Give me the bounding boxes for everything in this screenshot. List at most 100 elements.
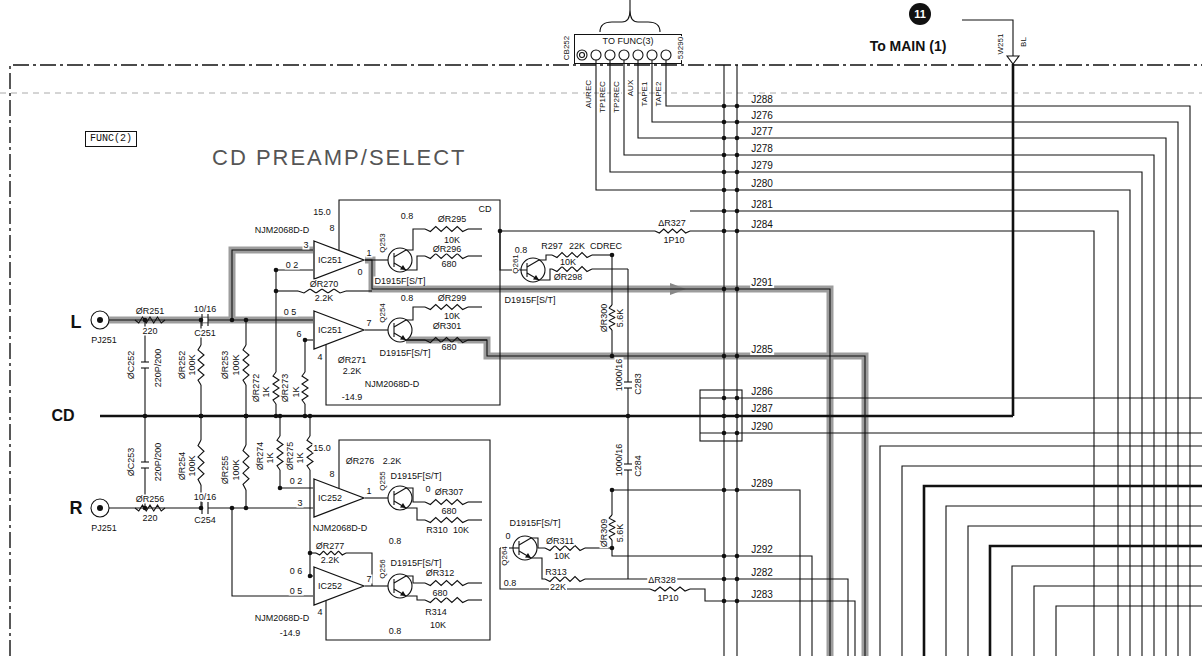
wire [232,250,313,320]
diagram-title: CD PREAMP/SELECT [212,147,467,169]
schematic-label: R314 [424,608,448,617]
resistor-symbol [545,577,585,582]
transistor-symbol [519,538,531,545]
schematic-label: ØR312 [425,569,456,578]
schematic-label: ØR298 [553,273,584,282]
wire [968,526,1202,656]
schematic-label: Q253 [379,232,387,254]
transistor-symbol [394,320,406,327]
schematic-label: C283 [634,372,643,396]
wire [627,416,628,579]
schematic-label: 10K [443,236,461,245]
schematic-label: L [70,313,83,331]
wire [406,488,425,502]
resistor-symbol [609,305,615,330]
transistor-arrow [400,335,406,340]
schematic-label: 680 [440,260,457,269]
schematic-label: 22K [568,242,586,251]
op-amp: IC252 [313,566,365,606]
wire [666,60,1190,656]
wire [468,519,482,520]
wire [880,446,1202,656]
junction-dot [308,574,313,579]
node-text: IC251 [318,326,342,335]
wire [962,20,1013,56]
resistor-symbol [316,551,346,555]
transistor-symbol [393,253,394,267]
schematic-label: 220 [141,514,158,523]
schematic-label: D1915F[S/T] [378,349,431,358]
wire [610,60,1142,656]
junction-dot [303,414,308,419]
wire [627,269,628,416]
wire [280,487,313,488]
schematic-label: 0.8 [400,294,415,303]
schematic-label: ØR270 [309,280,340,289]
connector-pin [605,50,615,60]
wire [500,230,655,231]
signal-path [232,250,313,320]
schematic-label: 0 5 [289,587,304,596]
signal-path [406,340,865,656]
wire [200,416,201,440]
wire [690,231,1094,656]
junction-dot [143,506,148,511]
schematic-label: 0 5 [283,308,298,317]
wire [539,255,552,260]
ground-line [1012,64,1015,416]
jack-symbol [91,499,109,517]
schematic-label: ØR254 [178,451,187,482]
schematic-label: ØR277 [315,542,346,551]
wire [406,256,425,270]
schematic-label: J281 [750,200,774,210]
wire [531,558,545,579]
transistor-symbol [388,486,412,510]
schematic-label: 8 [328,470,335,479]
schematic-label: TAPE1 [641,81,649,108]
wire [723,65,724,656]
capacitor-gap [143,462,147,468]
schematic-label: 10K [559,258,577,267]
schematic-label: 1K [266,451,275,464]
capacitor-gap [626,464,630,470]
resistor-symbol [135,317,165,323]
node-text: IC251 [318,256,342,265]
wire [276,269,313,270]
schematic-label: 22K [549,583,567,592]
transistor-symbol [394,589,406,596]
transistor-symbol [394,488,406,495]
capacitor-symbol [624,463,632,464]
wire [1056,606,1202,656]
connector-pin [580,53,585,58]
transistor-symbol [388,248,412,272]
resistor-symbol [655,229,690,233]
wire [612,490,800,656]
schematic-label: 15.0 [312,444,332,453]
schematic-label: 7 [365,575,372,584]
op-amp-outline [314,241,364,279]
capacitor-symbol [624,387,632,388]
schematic-label: 10K [452,526,470,535]
schematic-label: W251 [997,33,1005,56]
schematic-label: J283 [750,590,774,600]
schematic-label: R [69,499,84,517]
schematic-label: ØR301 [432,322,463,331]
node-text: 11 [914,9,926,20]
node-text: IC252 [318,494,342,503]
connector-pin [577,50,587,60]
schematic-label: TP2REC [613,80,621,114]
wire [468,255,482,256]
bracket [600,0,660,32]
schematic-label: J291 [750,278,774,288]
schematic-label: ØC252 [127,350,136,381]
transistor-arrow [400,503,406,508]
wire [326,200,500,405]
terminal-symbol [1007,56,1019,64]
schematic-label: 0 2 [285,261,300,270]
schematic-label: 10/16 [193,305,218,314]
schematic-label: 1 [365,487,372,496]
schematic-label: ØR275 [286,441,295,472]
op-amp-outline [314,567,364,605]
schematic-label: NJM2068D-D [254,614,311,623]
schematic-label: J287 [750,404,774,414]
